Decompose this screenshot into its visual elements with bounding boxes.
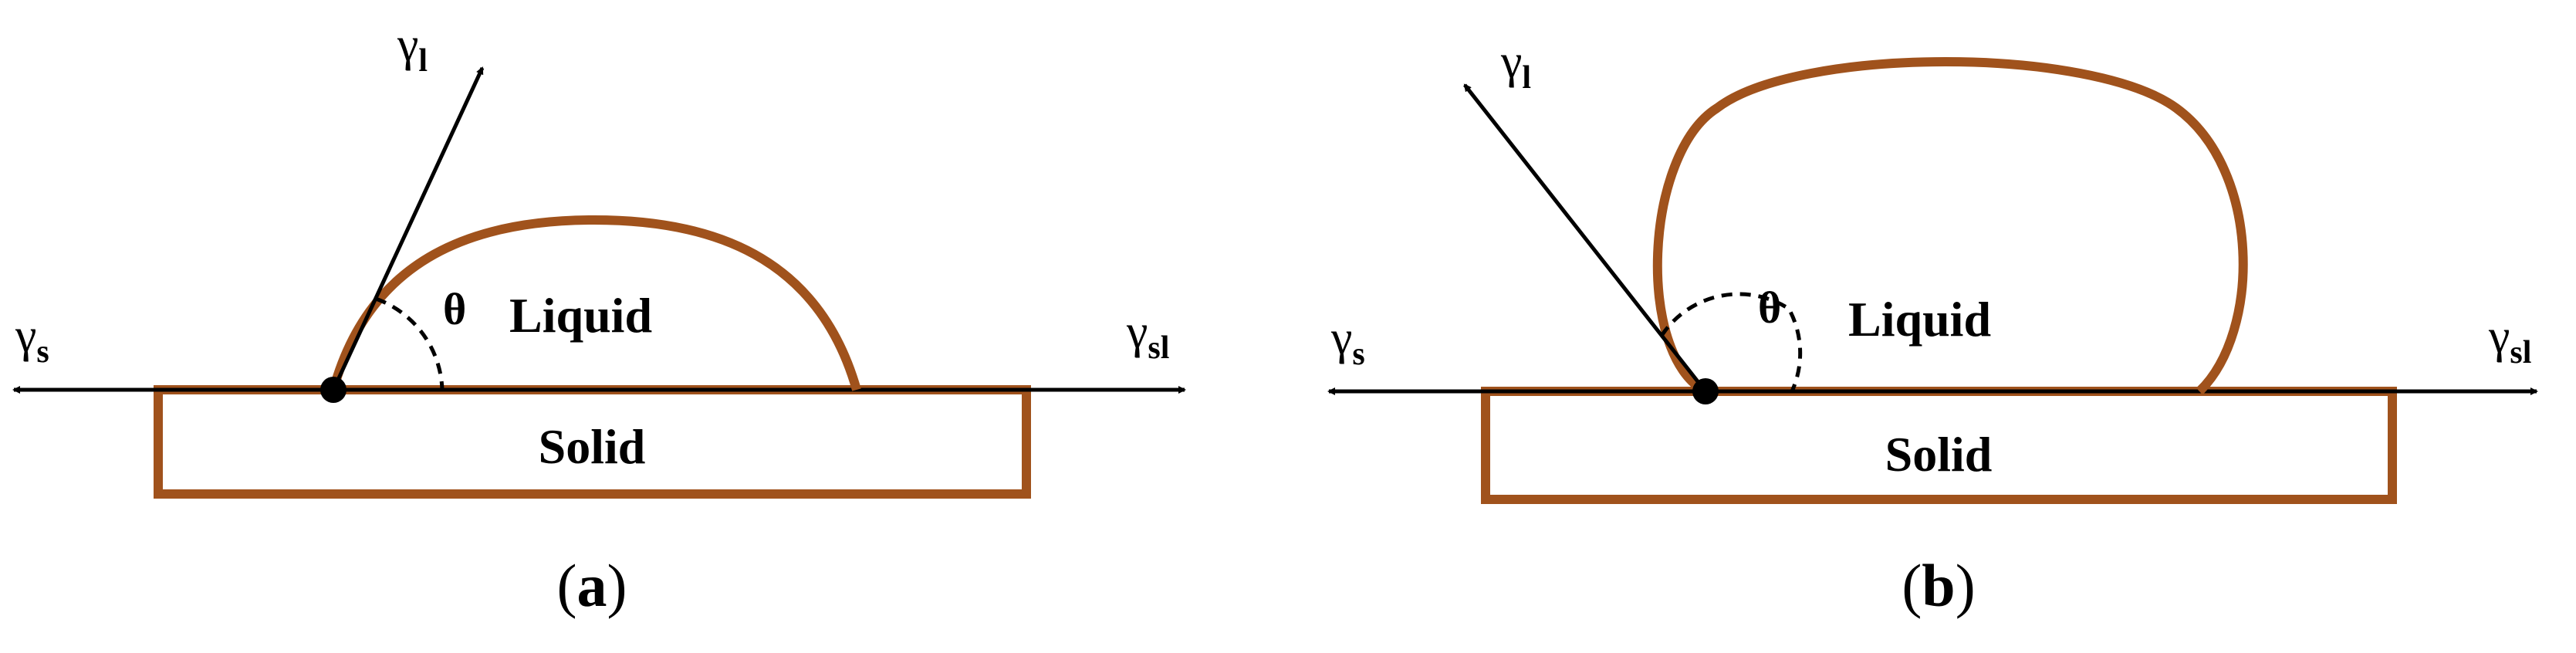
- theta-arc-a: [375, 296, 445, 391]
- theta-label-a: θ: [443, 284, 466, 334]
- contact-point-a: [320, 377, 347, 403]
- solid-label-b: Solid: [1885, 427, 1993, 482]
- gamma-l-label-b: γl: [1500, 36, 1531, 96]
- theta-arc-b: [1659, 292, 1803, 393]
- theta-label-b: θ: [1758, 283, 1781, 333]
- contact-point-b: [1692, 378, 1719, 404]
- gamma-sl-label-b: γsl: [2488, 310, 2531, 370]
- panel-label-a: (a): [557, 552, 627, 619]
- gamma-l-arrow-a: [331, 66, 485, 391]
- gamma-l-arrow-b: [1463, 83, 1707, 393]
- solid-label-a: Solid: [539, 419, 646, 474]
- liquid-drop-b: [1652, 57, 2248, 396]
- gamma-s-label-a: γs: [15, 310, 49, 370]
- panel-b: Solid θ Liquid γl γs γsl (b): [1327, 36, 2538, 619]
- panel-label-b: (b): [1902, 552, 1975, 619]
- gamma-s-label-b: γs: [1330, 312, 1365, 372]
- gamma-l-label-a: γl: [397, 19, 428, 79]
- panel-a: Solid θ Liquid γl γs γsl (a): [12, 19, 1186, 619]
- gamma-sl-label-a: γsl: [1126, 306, 1169, 366]
- liquid-drop-a: [329, 215, 861, 391]
- liquid-label-b: Liquid: [1848, 292, 1991, 347]
- liquid-label-a: Liquid: [509, 288, 652, 343]
